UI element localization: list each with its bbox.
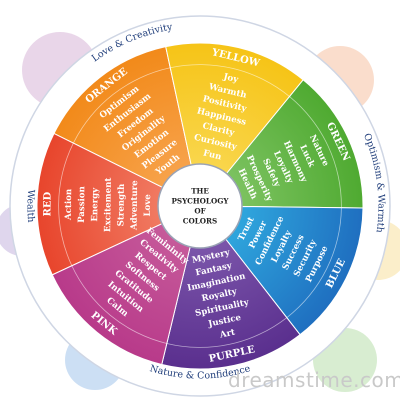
center-title-line: OF — [194, 207, 206, 216]
segment-band-line — [170, 64, 290, 97]
watermark-text: dreamstime.com — [228, 368, 400, 392]
segment-word: Fun — [202, 148, 223, 162]
segment-word: Action — [64, 188, 74, 221]
center-title-line: PSYCHOLOGY — [172, 197, 230, 206]
center-circle — [157, 163, 243, 249]
segment-word: Adventure — [130, 180, 141, 231]
center-title-line: THE — [191, 187, 209, 196]
segment-word: Passion — [77, 185, 87, 223]
segment-word: Energy — [90, 187, 100, 222]
segment-band-line — [166, 317, 288, 348]
segment-word: Joy — [221, 72, 240, 86]
segment-title-red: RED — [42, 191, 53, 216]
segment-word: Strength — [116, 183, 127, 227]
segment-word: Excitement — [103, 178, 114, 233]
center-title-line: COLORS — [183, 217, 217, 226]
segment-band-line — [58, 142, 74, 266]
ring-label-left: Wealth — [24, 189, 36, 223]
segment-word: Love — [143, 194, 153, 217]
segment-word: Art — [218, 328, 236, 341]
